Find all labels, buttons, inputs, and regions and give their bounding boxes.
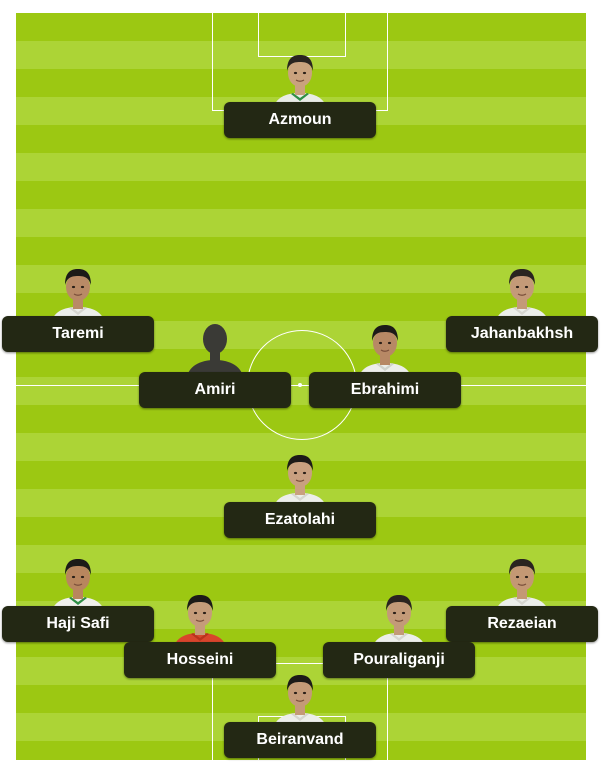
player-eye: [387, 341, 392, 345]
player-hair: [372, 325, 398, 341]
player-name-plate: Ezatolahi: [224, 502, 376, 538]
player-ezatolahi[interactable]: Ezatolahi: [224, 438, 376, 538]
player-photo: [171, 588, 229, 650]
player-name-plate: Ebrahimi: [309, 372, 461, 408]
player-name-plate: Hosseini: [124, 642, 276, 678]
player-eye: [193, 611, 198, 615]
player-eye: [302, 71, 307, 75]
player-eye: [293, 71, 298, 75]
player-face: [288, 459, 312, 487]
player-neck: [295, 484, 305, 495]
player-eye: [515, 285, 520, 289]
player-mouth: [295, 79, 305, 82]
player-eye: [524, 575, 529, 579]
player-neck: [295, 84, 305, 95]
player-pouraliganji[interactable]: Pouraliganji: [323, 578, 475, 678]
player-eye: [378, 341, 383, 345]
player-face: [66, 273, 90, 301]
player-hair: [509, 269, 535, 285]
player-photo: [493, 552, 551, 614]
player-hair: [187, 595, 213, 611]
player-photo: [370, 588, 428, 650]
player-photo: [271, 48, 329, 110]
player-mouth: [73, 583, 83, 586]
player-name-plate: Rezaeian: [446, 606, 598, 642]
player-neck: [380, 354, 390, 365]
player-name-plate: Pouraliganji: [323, 642, 475, 678]
player-name-plate: Haji Safi: [2, 606, 154, 642]
player-face: [373, 329, 397, 357]
player-face: [288, 59, 312, 87]
player-eye: [71, 285, 76, 289]
player-neck: [73, 298, 83, 309]
player-eye: [392, 611, 397, 615]
player-photo: [271, 668, 329, 730]
player-photo: [186, 318, 244, 380]
player-eye: [302, 691, 307, 695]
player-rezaeian[interactable]: Rezaeian: [446, 542, 598, 642]
player-neck: [73, 588, 83, 599]
player-neck: [195, 624, 205, 635]
silhouette-neck: [210, 350, 220, 362]
player-eye: [302, 471, 307, 475]
player-mouth: [195, 619, 205, 622]
player-neck: [517, 588, 527, 599]
player-eye: [71, 575, 76, 579]
player-photo: [356, 318, 414, 380]
player-hair: [65, 559, 91, 575]
player-haji-safi[interactable]: Haji Safi: [2, 542, 154, 642]
player-photo: [49, 262, 107, 324]
silhouette-head: [203, 324, 227, 354]
player-hosseini[interactable]: Hosseini: [124, 578, 276, 678]
player-face: [510, 563, 534, 591]
player-beiranvand[interactable]: Beiranvand: [224, 658, 376, 758]
player-ebrahimi[interactable]: Ebrahimi: [309, 308, 461, 408]
player-eye: [202, 611, 207, 615]
center-spot: [298, 383, 302, 387]
player-photo: [49, 552, 107, 614]
player-name-plate: Azmoun: [224, 102, 376, 138]
player-name-plate: Amiri: [139, 372, 291, 408]
player-face: [387, 599, 411, 627]
player-taremi[interactable]: Taremi: [2, 252, 154, 352]
player-mouth: [517, 583, 527, 586]
player-eye: [401, 611, 406, 615]
player-eye: [80, 575, 85, 579]
player-neck: [517, 298, 527, 309]
player-hair: [287, 455, 313, 471]
player-eye: [524, 285, 529, 289]
player-name-plate: Beiranvand: [224, 722, 376, 758]
player-neck: [295, 704, 305, 715]
player-hair: [65, 269, 91, 285]
player-neck: [394, 624, 404, 635]
player-face: [66, 563, 90, 591]
player-azmoun[interactable]: Azmoun: [224, 38, 376, 138]
player-hair: [287, 675, 313, 691]
player-eye: [80, 285, 85, 289]
player-photo: [271, 448, 329, 510]
player-eye: [293, 471, 298, 475]
player-face: [188, 599, 212, 627]
player-mouth: [517, 293, 527, 296]
player-amiri[interactable]: Amiri: [139, 308, 291, 408]
player-mouth: [394, 619, 404, 622]
player-hair: [386, 595, 412, 611]
player-photo: [493, 262, 551, 324]
player-face: [510, 273, 534, 301]
player-mouth: [73, 293, 83, 296]
bottom-penalty-box: [212, 663, 388, 760]
player-hair: [509, 559, 535, 575]
player-face: [288, 679, 312, 707]
player-mouth: [295, 699, 305, 702]
player-name-plate: Taremi: [2, 316, 154, 352]
player-eye: [515, 575, 520, 579]
player-eye: [293, 691, 298, 695]
player-mouth: [380, 349, 390, 352]
player-name-plate: Jahanbakhsh: [446, 316, 598, 352]
player-jahanbakhsh[interactable]: Jahanbakhsh: [446, 252, 598, 352]
player-hair: [287, 55, 313, 71]
player-mouth: [295, 479, 305, 482]
